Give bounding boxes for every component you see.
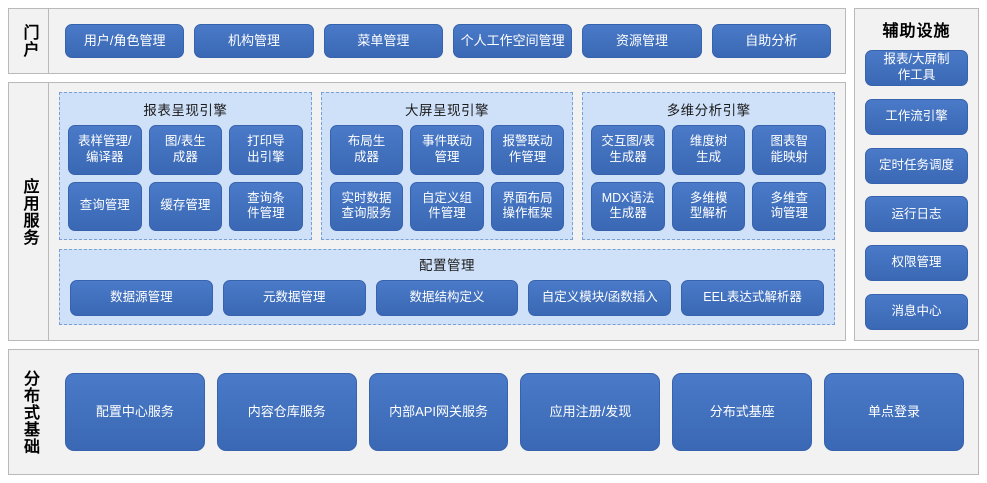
dashboard-rendering-engine-grid: 布局生 成器 事件联动 管理 报警联动 作管理 实时数据 查询服务 自定义组 件… — [329, 125, 565, 231]
olap-item-chart-smart-mapping[interactable]: 图表智 能映射 — [752, 125, 826, 175]
distributed-base-section: 分布式基础 配置中心服务 内容仓库服务 内部API网关服务 应用注册/发现 分布… — [8, 349, 979, 475]
application-services-section: 应用服务 报表呈现引擎 表样管理/ 编译器 图/表生 成器 打印导 出引擎 查询… — [8, 82, 846, 341]
aux-item-scheduled-task-scheduler[interactable]: 定时任务调度 — [865, 147, 968, 184]
dashboard-item-custom-component-management[interactable]: 自定义组 件管理 — [410, 181, 484, 231]
dashboard-rendering-engine-title: 大屏呈现引擎 — [405, 103, 489, 118]
multidimensional-analysis-engine-title: 多维分析引擎 — [666, 103, 751, 118]
report-item-print-export-engine[interactable]: 打印导 出引擎 — [229, 125, 303, 175]
olap-item-multidimensional-query-management[interactable]: 多维查 询管理 — [752, 181, 826, 231]
portal-item-personal-workspace-management[interactable]: 个人工作空间管理 — [452, 24, 573, 58]
base-item-internal-api-gateway-service[interactable]: 内部API网关服务 — [368, 373, 509, 451]
multidimensional-analysis-engine-grid: 交互图/表 生成器 维度树 生成 图表智 能映射 MDX语法 生成器 多维模 型… — [591, 125, 826, 231]
report-item-template-management-compiler[interactable]: 表样管理/ 编译器 — [68, 125, 142, 175]
application-services-label: 应用服务 — [9, 83, 49, 340]
aux-item-message-center[interactable]: 消息中心 — [865, 293, 968, 330]
report-item-chart-table-generator[interactable]: 图/表生 成器 — [148, 125, 223, 175]
report-rendering-engine-title: 报表呈现引擎 — [143, 103, 228, 118]
olap-item-interactive-chart-table-generator[interactable]: 交互图/表 生成器 — [591, 125, 665, 175]
report-item-cache-management[interactable]: 缓存管理 — [148, 181, 223, 231]
report-rendering-engine-panel: 报表呈现引擎 表样管理/ 编译器 图/表生 成器 打印导 出引擎 查询管理 缓存… — [59, 92, 312, 240]
portal-section-label: 门户 — [9, 9, 49, 73]
base-item-app-registration-discovery[interactable]: 应用注册/发现 — [520, 373, 661, 451]
olap-item-multidimensional-model-parsing[interactable]: 多维模 型解析 — [671, 181, 746, 231]
portal-item-menu-management[interactable]: 菜单管理 — [323, 24, 443, 58]
report-rendering-engine-grid: 表样管理/ 编译器 图/表生 成器 打印导 出引擎 查询管理 缓存管理 查询条 … — [68, 125, 303, 231]
base-item-config-center-service[interactable]: 配置中心服务 — [65, 373, 205, 451]
report-item-query-condition-management[interactable]: 查询条 件管理 — [229, 181, 303, 231]
distributed-base-row: 配置中心服务 内容仓库服务 内部API网关服务 应用注册/发现 分布式基座 单点… — [49, 373, 978, 451]
olap-item-mdx-syntax-generator[interactable]: MDX语法 生成器 — [591, 181, 665, 231]
config-item-metadata-management[interactable]: 元数据管理 — [222, 280, 366, 316]
report-item-query-management[interactable]: 查询管理 — [68, 181, 142, 231]
dashboard-item-ui-layout-operation-framework[interactable]: 界面布局 操作框架 — [490, 181, 565, 231]
auxiliary-facilities-list: 报表/大屏制 作工具 工作流引擎 定时任务调度 运行日志 权限管理 消息中心 — [865, 50, 968, 330]
auxiliary-facilities-section: 辅助设施 报表/大屏制 作工具 工作流引擎 定时任务调度 运行日志 权限管理 消… — [854, 8, 979, 341]
portal-item-self-service-analysis[interactable]: 自助分析 — [711, 24, 831, 58]
dashboard-rendering-engine-panel: 大屏呈现引擎 布局生 成器 事件联动 管理 报警联动 作管理 实时数据 查询服务… — [320, 92, 574, 240]
dashboard-item-realtime-data-query-service[interactable]: 实时数据 查询服务 — [329, 181, 404, 231]
olap-item-dimension-tree-generation[interactable]: 维度树 生成 — [671, 125, 746, 175]
aux-item-workflow-engine[interactable]: 工作流引擎 — [865, 98, 968, 135]
portal-section: 门户 用户/角色管理 机构管理 菜单管理 个人工作空间管理 资源管理 自助分析 — [8, 8, 846, 74]
application-services-body: 报表呈现引擎 表样管理/ 编译器 图/表生 成器 打印导 出引擎 查询管理 缓存… — [49, 83, 845, 340]
base-item-single-sign-on[interactable]: 单点登录 — [824, 373, 964, 451]
configuration-management-row: 数据源管理 元数据管理 数据结构定义 自定义模块/函数插入 EEL表达式解析器 — [70, 280, 824, 316]
base-item-distributed-foundation[interactable]: 分布式基座 — [672, 373, 813, 451]
portal-item-org-management[interactable]: 机构管理 — [194, 24, 314, 58]
multidimensional-analysis-engine-panel: 多维分析引擎 交互图/表 生成器 维度树 生成 图表智 能映射 MDX语法 生成… — [582, 92, 836, 240]
config-item-datasource-management[interactable]: 数据源管理 — [70, 280, 213, 316]
config-item-eel-expression-parser[interactable]: EEL表达式解析器 — [681, 280, 824, 316]
configuration-management-panel: 配置管理 数据源管理 元数据管理 数据结构定义 自定义模块/函数插入 EEL表达… — [59, 249, 835, 325]
dashboard-item-event-linkage-management[interactable]: 事件联动 管理 — [410, 125, 484, 175]
aux-item-report-dashboard-authoring-tool[interactable]: 报表/大屏制 作工具 — [865, 50, 968, 86]
configuration-management-title: 配置管理 — [419, 258, 475, 273]
dashboard-item-alarm-linkage-action-management[interactable]: 报警联动 作管理 — [490, 125, 565, 175]
portal-button-row: 用户/角色管理 机构管理 菜单管理 个人工作空间管理 资源管理 自助分析 — [49, 24, 845, 58]
engine-row: 报表呈现引擎 表样管理/ 编译器 图/表生 成器 打印导 出引擎 查询管理 缓存… — [59, 92, 836, 240]
auxiliary-facilities-title: 辅助设施 — [882, 23, 951, 40]
aux-item-permission-management[interactable]: 权限管理 — [865, 245, 968, 282]
config-item-data-structure-definition[interactable]: 数据结构定义 — [375, 280, 519, 316]
dashboard-item-layout-generator[interactable]: 布局生 成器 — [329, 125, 404, 175]
distributed-base-label: 分布式基础 — [21, 369, 38, 455]
base-item-content-repository-service[interactable]: 内容仓库服务 — [216, 373, 357, 451]
config-item-custom-module-function-insert[interactable]: 自定义模块/函数插入 — [528, 280, 672, 316]
aux-item-runtime-log[interactable]: 运行日志 — [865, 196, 968, 233]
portal-item-user-role-management[interactable]: 用户/角色管理 — [65, 24, 185, 58]
portal-item-resource-management[interactable]: 资源管理 — [582, 24, 702, 58]
